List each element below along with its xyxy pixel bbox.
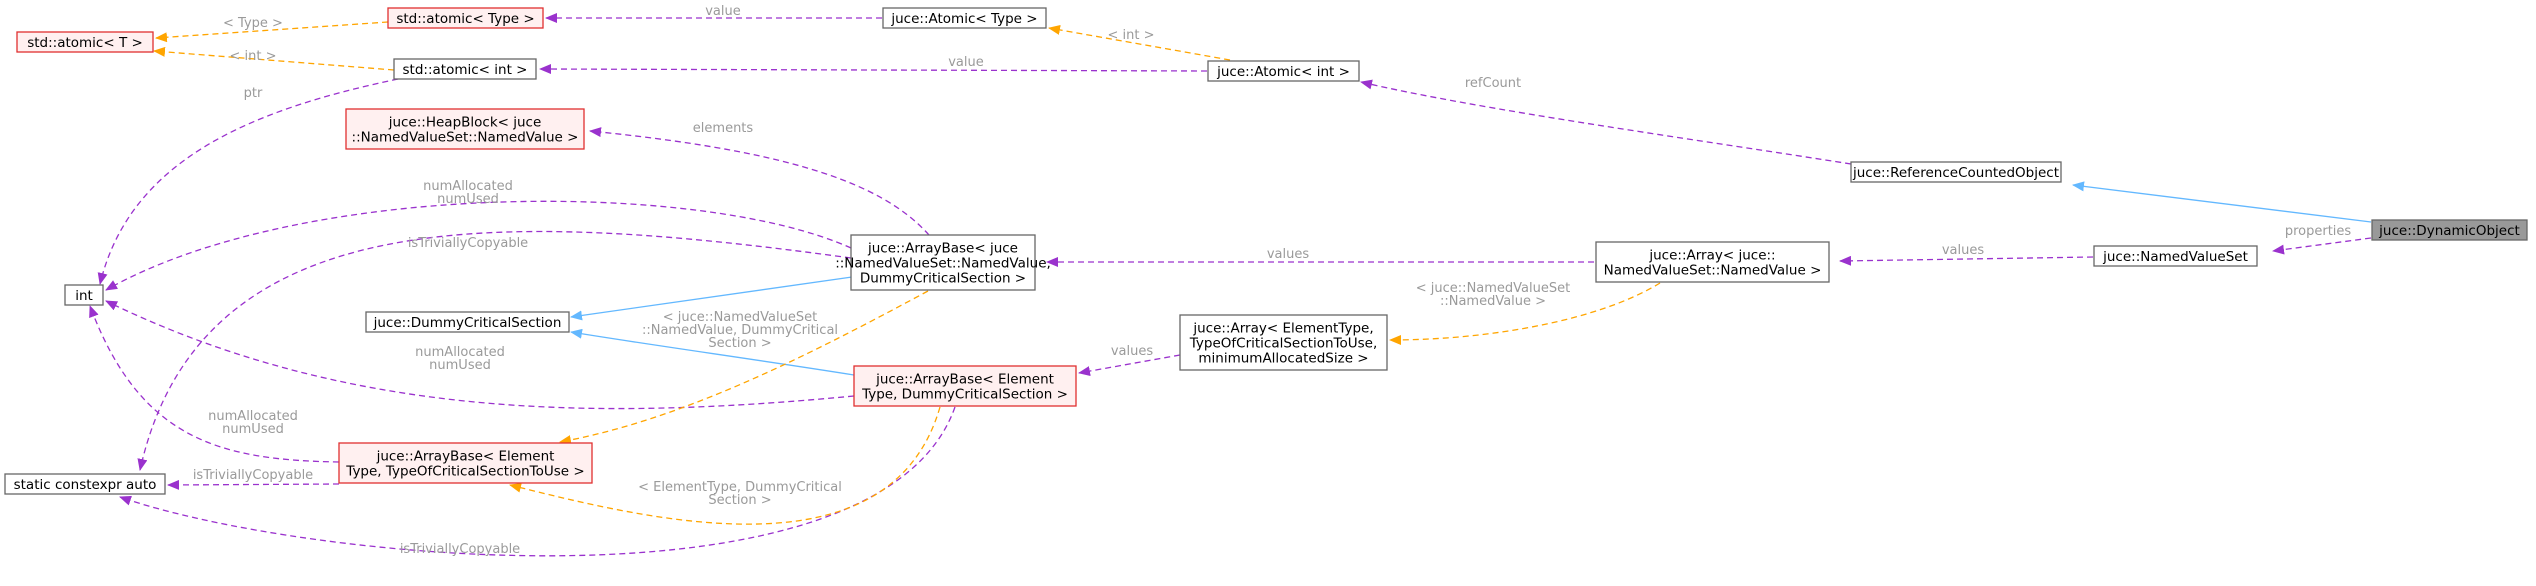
edge-label: isTriviallyCopyable — [193, 468, 313, 483]
node-array-nv[interactable]: juce::Array< juce::NamedValueSet::NamedV… — [1595, 241, 1830, 283]
edge-label: < juce::NamedValueSet::NamedValue > — [1416, 281, 1570, 309]
edge-label: isTriviallyCopyable — [408, 236, 528, 251]
edge-label: elements — [693, 121, 754, 136]
edge-label: < Type > — [223, 16, 283, 31]
node-label: int — [75, 288, 93, 304]
edge-dummycs-arraybasedcs — [570, 328, 855, 376]
edge-dummycs-arraybasenv — [570, 276, 853, 321]
node-label: std::atomic< int > — [403, 62, 528, 78]
edge-sca-arraybasetpl — [167, 479, 340, 490]
edge-label: isTriviallyCopyable — [400, 542, 520, 557]
edge-label: ptr — [244, 86, 263, 101]
edge-arraybasetpl-arraybasedcs — [509, 406, 941, 525]
node-array-tpl[interactable]: juce::Array< ElementType,TypeOfCriticalS… — [1179, 314, 1388, 371]
edge-label: values — [1267, 247, 1310, 262]
node-sca[interactable]: static constexpr auto — [4, 473, 166, 495]
edge-stdatomicint-atomicint — [539, 64, 1208, 75]
node-heapblock[interactable]: juce::HeapBlock< juce::NamedValueSet::Na… — [345, 108, 585, 150]
node-nvset[interactable]: juce::NamedValueSet — [2093, 245, 2258, 267]
edge-stdatomicint-int — [97, 78, 399, 285]
edge-label: values — [1942, 243, 1985, 258]
edge-arraytpl-arraynv — [1389, 282, 1661, 345]
edge-label: < int > — [1108, 28, 1155, 43]
edge-label: value — [705, 4, 741, 19]
node-label: juce::Array< juce::NamedValueSet::NamedV… — [1604, 248, 1822, 279]
node-std-atomic-type[interactable]: std::atomic< Type > — [387, 7, 544, 29]
node-refcounted[interactable]: juce::ReferenceCountedObject — [1850, 161, 2062, 183]
node-label: juce::Atomic< Type > — [890, 11, 1037, 27]
edge-label: values — [1111, 344, 1154, 359]
node-label: static constexpr auto — [14, 477, 157, 493]
node-label: std::atomic< T > — [27, 35, 143, 51]
edge-int-arraybasenv — [105, 200, 852, 291]
node-atomic-int-juce[interactable]: juce::Atomic< int > — [1207, 60, 1360, 82]
edge-nvset-dynobj — [2272, 237, 2372, 255]
node-label: juce::NamedValueSet — [2102, 249, 2248, 265]
node-dummycs[interactable]: juce::DummyCriticalSection — [365, 311, 570, 333]
node-label: juce::HeapBlock< juce::NamedValueSet::Na… — [352, 115, 579, 146]
edge-label: properties — [2285, 224, 2352, 239]
edge-stdatomict-stdatomicint — [153, 46, 395, 71]
edge-label: refCount — [1465, 76, 1521, 91]
node-label: juce::DynamicObject — [2378, 223, 2520, 239]
node-arraybase-nv[interactable]: juce::ArrayBase< juce::NamedValueSet::Na… — [835, 234, 1051, 291]
edge-arraybasedcs-arraytpl — [1078, 354, 1181, 376]
edge-atomicint-refcounted — [1360, 79, 1852, 165]
node-std-atomic-t[interactable]: std::atomic< T > — [16, 31, 154, 53]
node-label: juce::ArrayBase< juce::NamedValueSet::Na… — [835, 241, 1051, 287]
edge-stdatomict-stdatomictype — [155, 21, 389, 43]
edge-refcounted-dynobj — [2072, 181, 2372, 223]
node-label: juce::ReferenceCountedObject — [1852, 165, 2059, 181]
edge-heapblock-arraybasenv — [589, 127, 930, 236]
node-int[interactable]: int — [64, 284, 104, 306]
edge-label: value — [948, 55, 984, 70]
node-label: std::atomic< Type > — [396, 11, 534, 27]
edge-int-arraybasetpl — [89, 305, 340, 463]
node-atomic-type-juce[interactable]: juce::Atomic< Type > — [882, 7, 1047, 29]
node-std-atomic-int[interactable]: std::atomic< int > — [393, 58, 537, 80]
node-dynobj[interactable]: juce::DynamicObject — [2371, 219, 2528, 241]
edge-int-arraybasedcs — [105, 300, 855, 410]
edge-sca-arraybasedcs — [119, 406, 956, 557]
node-label: juce::DummyCriticalSection — [373, 315, 562, 331]
edge-label: < int > — [230, 49, 277, 64]
edge-arraynv-nvset — [1839, 255, 2094, 266]
node-label: juce::Atomic< int > — [1216, 64, 1350, 80]
edge-label: < juce::NamedValueSet::NamedValue, Dummy… — [642, 310, 838, 351]
edge-atomictype-atomicint — [1048, 24, 1231, 61]
edge-sca-arraybasenv — [137, 230, 852, 471]
node-label: juce::Array< ElementType,TypeOfCriticalS… — [1189, 321, 1377, 367]
